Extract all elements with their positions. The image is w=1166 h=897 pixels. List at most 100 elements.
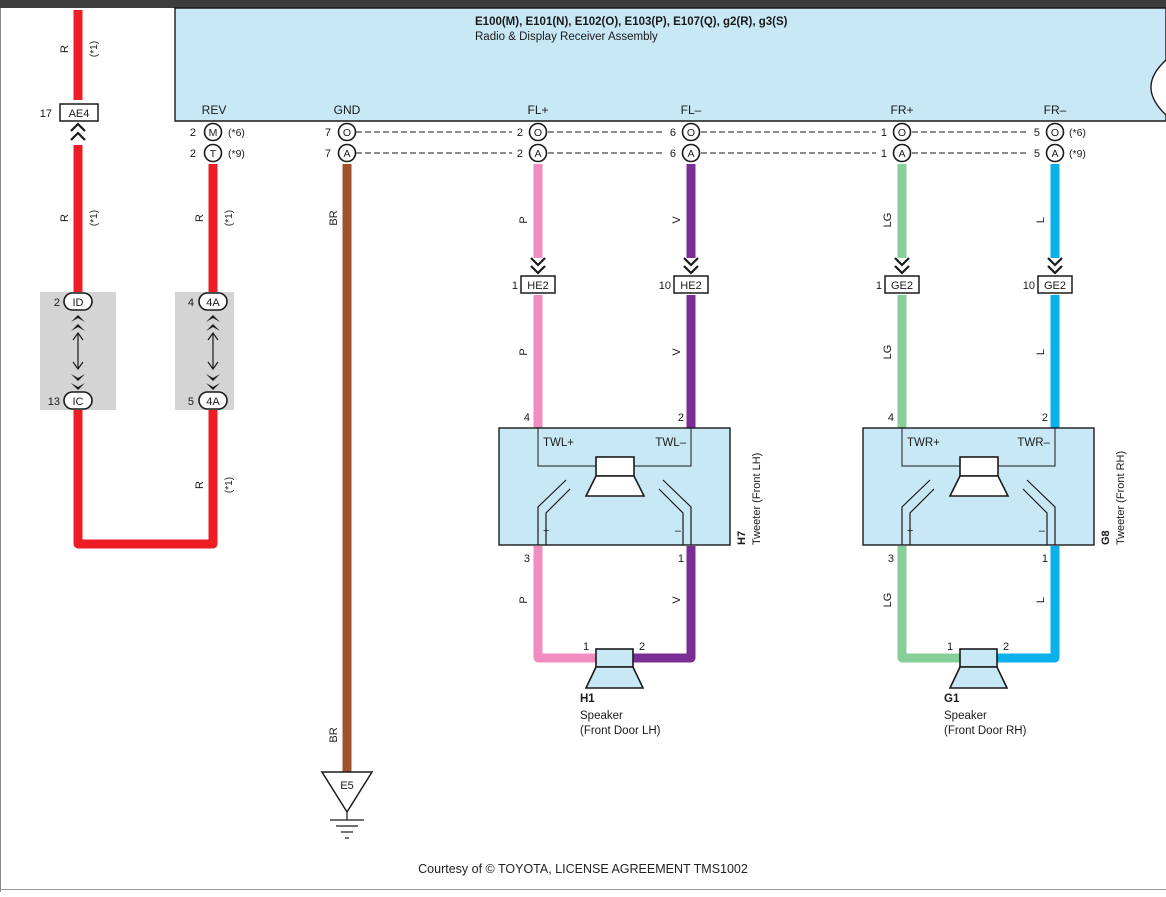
connector-he2-b: 10 HE2 bbox=[659, 257, 709, 294]
wire-label-l-2: L bbox=[1035, 349, 1047, 355]
pin-rev-bot-number: 2 bbox=[190, 148, 196, 160]
wire-red-loop bbox=[73, 410, 218, 549]
pin-frp-bot bbox=[892, 143, 912, 163]
tweeter-rh-id: G8 bbox=[1100, 530, 1112, 545]
junction-id-label: ID bbox=[73, 297, 84, 309]
tweeter-lh-minus: – bbox=[675, 525, 682, 537]
pin-gnd-top-number: 7 bbox=[325, 127, 331, 139]
pin-frm-bot-note: (*9) bbox=[1069, 148, 1086, 160]
wire-note-1: (*1) bbox=[89, 41, 100, 57]
pin-gnd-bot-letter: A bbox=[343, 148, 350, 160]
he2-b-label: HE2 bbox=[680, 280, 701, 292]
pin-frp-top-number: 1 bbox=[881, 127, 887, 139]
terminal-flm-label: FL– bbox=[681, 103, 702, 117]
wire-label-r-4: R bbox=[194, 481, 206, 489]
tweeter-rh-name: Tweeter (Front RH) bbox=[1115, 451, 1127, 545]
wire-label-r-2: R bbox=[59, 214, 71, 222]
wire-green-lower bbox=[897, 546, 961, 663]
tweeter-rh-speaker-icon bbox=[948, 456, 1010, 497]
wire-label-lg-1: LG bbox=[882, 213, 894, 228]
tweeter-lh-pin-2: 2 bbox=[678, 412, 684, 424]
ge2-b-label: GE2 bbox=[1044, 280, 1066, 292]
wire-label-br-2: BR bbox=[328, 727, 340, 742]
ge2-a-label: GE2 bbox=[891, 280, 913, 292]
speaker-front-door-rh: 1 2 G1 Speaker (Front Door RH) bbox=[944, 641, 1027, 737]
junction-4a-bot-pin: 5 bbox=[188, 396, 194, 408]
connector-he2-a: 1 HE2 bbox=[512, 257, 556, 294]
tweeter-front-rh: TWR+ TWR– + – 4 2 3 1 G8 Tweeter (Front … bbox=[862, 412, 1127, 565]
wire-labels: R (*1) R (*1) R (*1) R (*1) BR BR P P P … bbox=[59, 41, 1047, 743]
wire-label-lg-3: LG bbox=[882, 593, 894, 608]
pin-rev-top-number: 2 bbox=[190, 127, 196, 139]
top-window-bar bbox=[0, 0, 1166, 8]
speaker-lh-id: H1 bbox=[580, 693, 595, 705]
pin-gnd-bot bbox=[337, 143, 357, 163]
junction-4a-bot-label: 4A bbox=[206, 396, 220, 408]
speaker-rh-location: (Front Door RH) bbox=[944, 725, 1027, 737]
wire-blue-lower bbox=[996, 546, 1060, 663]
wire-pink-lower bbox=[533, 546, 597, 663]
pin-flp-bot-number: 2 bbox=[517, 148, 523, 160]
wire-note-3: (*1) bbox=[224, 210, 235, 226]
ground-e5: E5 bbox=[320, 771, 374, 839]
speaker-lh-pin-1: 1 bbox=[583, 641, 589, 653]
he2-a-pin: 1 bbox=[512, 280, 518, 292]
pin-gnd-top bbox=[337, 122, 357, 142]
wire-label-br-1: BR bbox=[328, 210, 340, 225]
speaker-lh-icon bbox=[584, 648, 645, 689]
junction-4a-top-label: 4A bbox=[206, 297, 220, 309]
wire-note-2: (*1) bbox=[89, 210, 100, 226]
pin-flm-top-letter: O bbox=[687, 127, 695, 139]
tweeter-lh-speaker-icon bbox=[584, 456, 646, 497]
wire-label-r-3: R bbox=[194, 214, 206, 222]
speaker-rh-name: Speaker bbox=[944, 710, 987, 722]
wire-purple-lower bbox=[632, 546, 696, 663]
pin-gnd-bot-number: 7 bbox=[325, 148, 331, 160]
he2-b-chevron-icon bbox=[683, 257, 699, 275]
receiver-codes: E100(M), E101(N), E102(O), E103(P), E107… bbox=[475, 16, 788, 28]
pin-frp-top bbox=[892, 122, 912, 142]
tweeter-lh-pin-1: 1 bbox=[678, 553, 684, 565]
terminal-flp-label: FL+ bbox=[527, 103, 548, 117]
pin-flp-top-letter: O bbox=[534, 127, 542, 139]
pin-rev-bot-note: (*9) bbox=[228, 148, 245, 160]
pin-frp-bot-number: 1 bbox=[881, 148, 887, 160]
pin-rev-top-letter: M bbox=[209, 127, 218, 139]
tweeter-rh-pin-4: 4 bbox=[888, 412, 894, 424]
connector-ae4-label: AE4 bbox=[69, 108, 90, 120]
he2-a-label: HE2 bbox=[527, 280, 548, 292]
speaker-lh-pin-2: 2 bbox=[639, 641, 645, 653]
receiver-pins: 2 M (*6) 2 T (*9) 7 O 7 A 2 O 2 A 6 O 6 … bbox=[190, 122, 1086, 163]
connector-ae4-chevron-icon bbox=[70, 122, 86, 141]
junction-id-ic: 2 ID 13 IC bbox=[40, 292, 116, 410]
ground-symbol-icon bbox=[330, 819, 364, 839]
terminal-frm-label: FR– bbox=[1044, 103, 1067, 117]
pin-frm-bot-number: 5 bbox=[1034, 148, 1040, 160]
ge2-a-pin: 1 bbox=[876, 280, 882, 292]
tweeter-rh-plus: + bbox=[907, 525, 913, 537]
connector-ge2-b: 10 GE2 bbox=[1023, 257, 1073, 294]
wire-label-r-1: R bbox=[59, 45, 71, 53]
tweeter-lh-id: H7 bbox=[736, 531, 748, 545]
speaker-lh-location: (Front Door LH) bbox=[580, 725, 661, 737]
pin-frm-top-letter: O bbox=[1051, 127, 1059, 139]
receiver-name: Radio & Display Receiver Assembly bbox=[475, 31, 658, 43]
junction-ic-label: IC bbox=[73, 396, 84, 408]
wire-label-p-3: P bbox=[518, 596, 530, 603]
tweeter-rh-minus: – bbox=[1039, 525, 1046, 537]
pin-flm-top-number: 6 bbox=[670, 127, 676, 139]
ground-triangle-icon bbox=[320, 771, 374, 814]
wire-label-lg-2: LG bbox=[882, 345, 894, 360]
he2-a-chevron-icon bbox=[530, 257, 546, 275]
pin-flp-bot bbox=[528, 143, 548, 163]
tweeter-lh-minus-label: TWL– bbox=[655, 437, 686, 449]
pin-flm-bot-number: 6 bbox=[670, 148, 676, 160]
pin-flm-bot-letter: A bbox=[687, 148, 694, 160]
pin-frm-top bbox=[1045, 122, 1065, 142]
pin-rev-bot bbox=[203, 143, 223, 163]
pin-flp-top-number: 2 bbox=[517, 127, 523, 139]
speaker-rh-icon bbox=[948, 648, 1009, 689]
ge2-b-chevron-icon bbox=[1047, 257, 1063, 275]
junction-ic-pin: 13 bbox=[48, 396, 60, 408]
tweeter-lh-name: Tweeter (Front LH) bbox=[751, 453, 763, 545]
